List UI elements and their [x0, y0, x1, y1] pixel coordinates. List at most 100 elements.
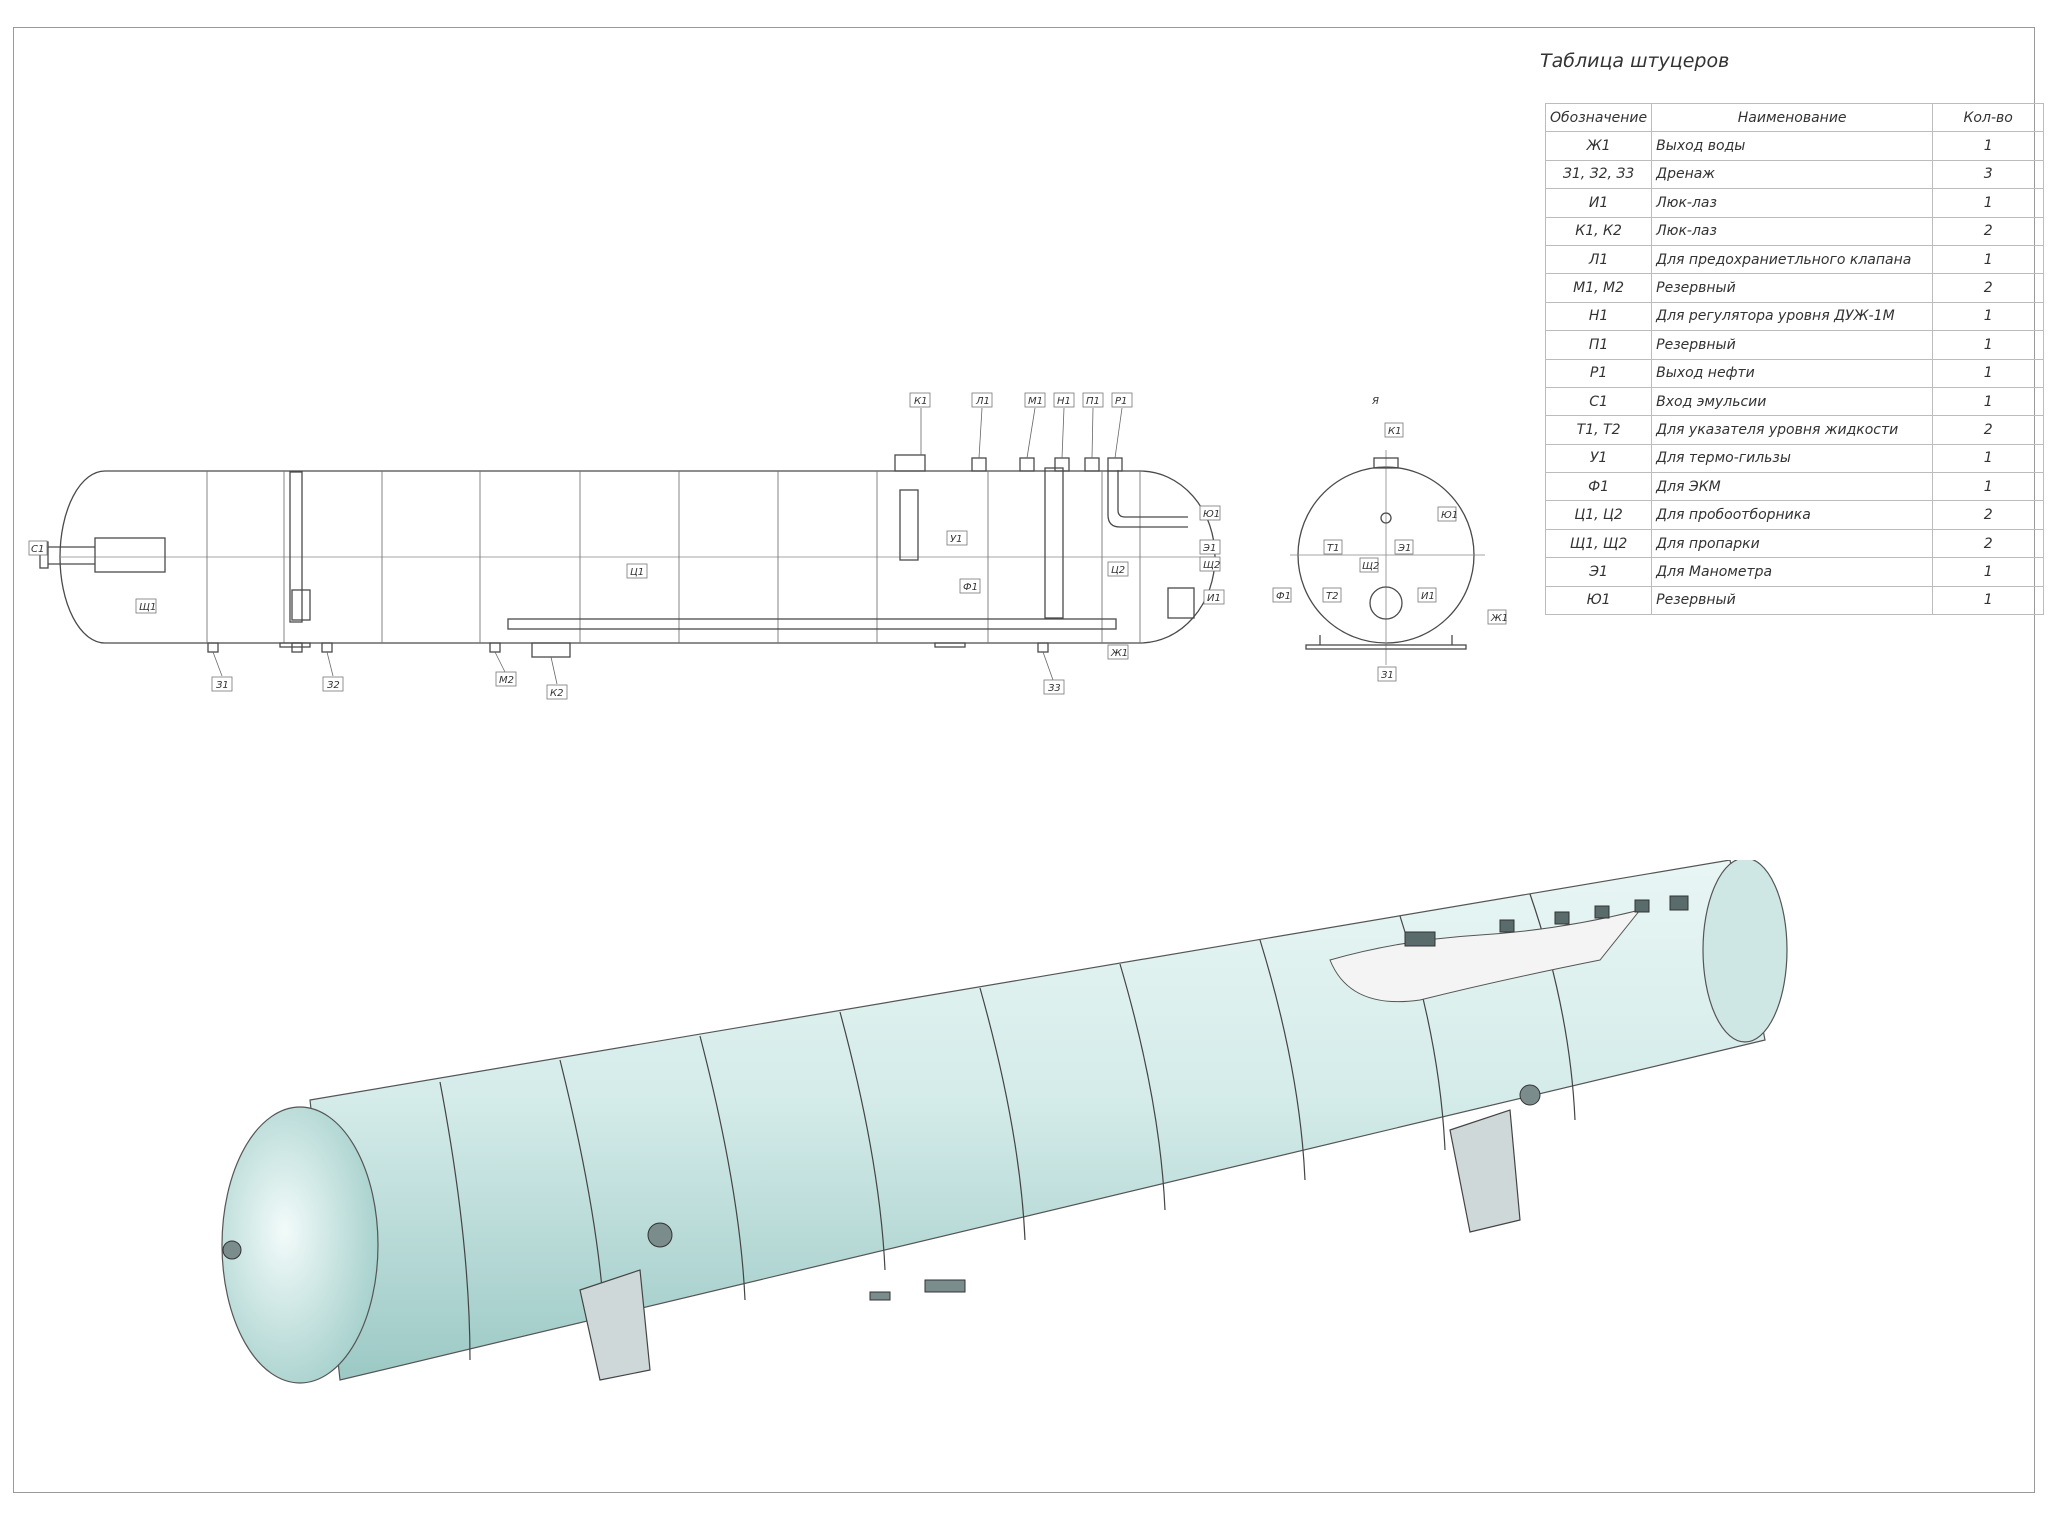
header-quantity: Кол-во: [1932, 102, 2045, 133]
nozzle-quantity: 1: [1932, 330, 2045, 360]
nozzle-name: Для пропарки: [1651, 528, 1934, 559]
drawing-frame: [13, 27, 2035, 1493]
label-bottom-zh1: Ж1: [1110, 648, 1128, 659]
nozzle-designation: Ф1: [1544, 472, 1653, 502]
nozzle-name: Для Манометра: [1651, 557, 1934, 587]
side-view-drawing: К1 Л1 М1 Н1 П1 Р1 З1 З2 М2 К2 З3 Ж1 С1 Ю…: [28, 392, 1225, 700]
nozzle-quantity: 1: [1932, 301, 2045, 332]
nozzle-designation: З1, З2, З3: [1544, 159, 1653, 190]
label-right-shch2: Щ2: [1203, 560, 1220, 571]
nozzle-designation: С1: [1544, 386, 1653, 417]
end-view-drawing: Я К1 Ю1 Т1 Э1 Щ2 Ф1 Т2 И1 Ж1 З1: [1272, 396, 1508, 682]
end-label-shch2: Щ2: [1362, 561, 1379, 572]
nozzle-name: Для регулятора уровня ДУЖ-1М: [1651, 301, 1934, 332]
nozzle-table-title: Таблица штуцеров: [1540, 50, 1730, 72]
nozzle-designation: Ц1, Ц2: [1544, 500, 1653, 530]
nozzle-designation: У1: [1544, 443, 1653, 474]
nozzle-name: Люк-лаз: [1651, 188, 1934, 218]
end-label-t2: Т2: [1326, 591, 1338, 602]
label-bottom-z2: З2: [327, 680, 340, 691]
label-top-r1: Р1: [1115, 396, 1127, 407]
nozzle-name: Для пробоотборника: [1651, 500, 1934, 530]
nozzle-name: Для термо-гильзы: [1651, 443, 1934, 474]
label-bottom-m2: М2: [499, 675, 514, 686]
nozzle-quantity: 1: [1932, 188, 2045, 218]
label-right-yu1: Ю1: [1203, 509, 1220, 520]
nozzle-designation: Т1, Т2: [1544, 415, 1653, 445]
end-label-t1: Т1: [1327, 543, 1339, 554]
label-top-n1: Н1: [1057, 396, 1071, 407]
nozzle-designation: Н1: [1544, 301, 1653, 332]
nozzle-quantity: 1: [1932, 472, 2045, 502]
nozzle-name: Люк-лаз: [1651, 216, 1934, 246]
label-inner-u1: У1: [950, 534, 962, 545]
header-name: Наименование: [1651, 102, 1934, 133]
nozzle-designation: К1, К2: [1544, 216, 1653, 246]
nozzle-designation: Э1: [1544, 557, 1653, 587]
label-inner-shch1: Щ1: [139, 602, 156, 613]
nozzle-designation: М1, М2: [1544, 273, 1653, 303]
end-label-z1: З1: [1381, 670, 1394, 681]
nozzle-name: Для указателя уровня жидкости: [1651, 415, 1934, 445]
label-right-i1: И1: [1207, 593, 1221, 604]
nozzle-designation: П1: [1544, 330, 1653, 360]
end-label-i1: И1: [1421, 591, 1435, 602]
nozzle-table-header: Обозначение Наименование Кол-во: [1544, 102, 2045, 133]
label-inner-ts1: Ц1: [630, 567, 644, 578]
nozzle-quantity: 1: [1932, 557, 2045, 587]
nozzle-name: Резервный: [1651, 273, 1934, 303]
end-label-yu1: Ю1: [1441, 510, 1458, 521]
label-left-s1: С1: [31, 544, 44, 555]
label-top-m1: М1: [1028, 396, 1043, 407]
nozzle-name: Выход воды: [1651, 131, 1934, 161]
nozzle-name: Для предохраниетльного клапана: [1651, 244, 1934, 275]
label-bottom-z3: З3: [1048, 683, 1061, 694]
nozzle-quantity: 1: [1932, 386, 2045, 417]
nozzle-quantity: 1: [1932, 244, 2045, 275]
nozzle-quantity: 3: [1932, 159, 2045, 190]
nozzle-quantity: 2: [1932, 273, 2045, 303]
label-inner-f1: Ф1: [963, 582, 978, 593]
end-label-e1: Э1: [1397, 543, 1411, 554]
nozzle-name: Резервный: [1651, 585, 1934, 616]
label-top-p1: П1: [1086, 396, 1100, 407]
vessel-3d-render: [221, 860, 1788, 1384]
label-bottom-k2: К2: [550, 688, 563, 699]
end-label-f1: Ф1: [1276, 591, 1291, 602]
label-top-k1: К1: [914, 396, 927, 407]
label-bottom-z1: З1: [216, 680, 229, 691]
nozzle-designation: Ю1: [1544, 585, 1653, 616]
nozzle-name: Дренаж: [1651, 159, 1934, 190]
nozzle-designation: Р1: [1544, 358, 1653, 388]
nozzle-name: Вход эмульсии: [1651, 386, 1934, 417]
nozzle-quantity: 2: [1932, 216, 2045, 246]
end-label-zh1: Ж1: [1490, 613, 1508, 624]
nozzle-quantity: 1: [1932, 358, 2045, 388]
label-right-e1: Э1: [1202, 543, 1216, 554]
end-label-k1: К1: [1388, 426, 1401, 437]
nozzle-quantity: 1: [1932, 585, 2045, 616]
nozzle-name: Резервный: [1651, 330, 1934, 360]
header-designation: Обозначение: [1544, 102, 1653, 133]
nozzle-quantity: 2: [1932, 415, 2045, 445]
nozzle-designation: Щ1, Щ2: [1544, 528, 1653, 559]
label-inner-ts2: Ц2: [1111, 565, 1125, 576]
nozzle-designation: И1: [1544, 188, 1653, 218]
